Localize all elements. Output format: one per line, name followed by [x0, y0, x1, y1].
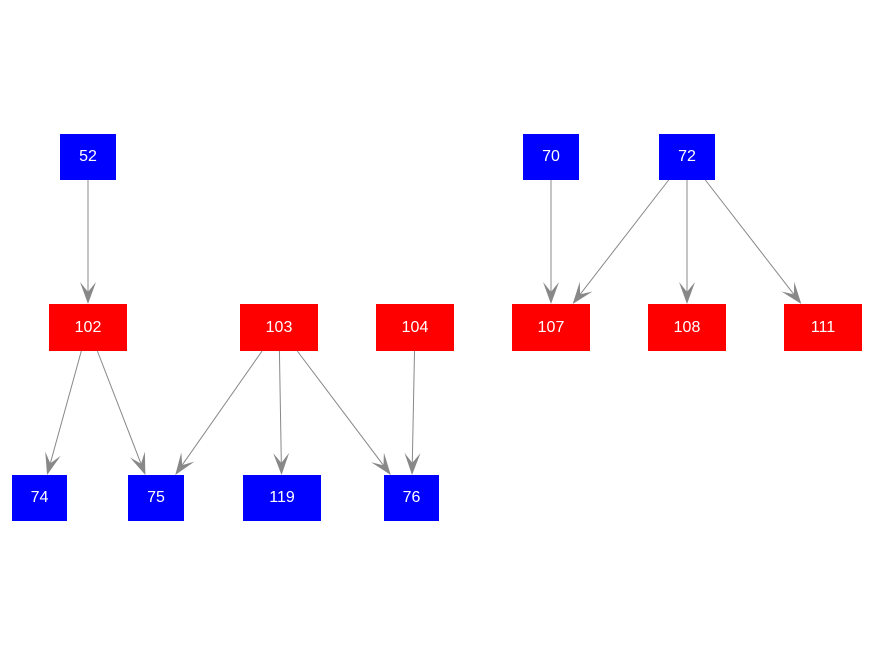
edge-72-111 [704, 179, 795, 295]
edge-72-107 [579, 179, 670, 295]
edge-104-76 [411, 350, 416, 463]
node-72[interactable]: 72 [659, 134, 715, 180]
node-label: 102 [74, 318, 102, 336]
node-label: 104 [401, 318, 429, 336]
edge-102-74 [49, 350, 82, 464]
node-103[interactable]: 103 [240, 304, 318, 351]
node-label: 111 [810, 318, 836, 336]
arrowhead-104-76 [404, 452, 421, 475]
arrowhead-52-102 [80, 282, 96, 304]
node-104[interactable]: 104 [376, 304, 454, 351]
node-107[interactable]: 107 [512, 304, 590, 351]
node-label: 75 [147, 489, 165, 506]
node-102[interactable]: 102 [49, 304, 127, 351]
node-70[interactable]: 70 [523, 134, 579, 180]
edge-103-119 [278, 350, 282, 463]
arrowhead-70-107 [543, 282, 559, 304]
node-111[interactable]: 111 [784, 304, 862, 351]
node-label: 52 [79, 148, 97, 165]
node-label: 119 [269, 489, 295, 506]
arrowhead-103-75 [175, 452, 195, 475]
node-label: 76 [402, 489, 421, 506]
arrowhead-102-75 [129, 451, 146, 475]
node-label: 72 [678, 148, 696, 165]
node-label: 107 [537, 318, 565, 336]
arrowhead-103-76 [371, 452, 391, 475]
node-52[interactable]: 52 [60, 134, 116, 180]
arrowhead-72-111 [781, 281, 802, 304]
edge-103-76 [296, 350, 384, 466]
arrowhead-103-119 [273, 452, 290, 475]
edge-102-75 [96, 350, 142, 464]
node-label: 103 [265, 318, 293, 336]
node-label: 70 [542, 148, 560, 165]
node-119[interactable]: 119 [243, 475, 321, 521]
arrowhead-72-108 [679, 282, 695, 304]
node-74[interactable]: 74 [12, 475, 67, 521]
node-76[interactable]: 76 [384, 475, 439, 521]
node-75[interactable]: 75 [128, 475, 184, 521]
arrowhead-72-107 [572, 281, 593, 304]
edge-103-75 [181, 350, 263, 466]
arrowhead-102-74 [45, 451, 61, 475]
node-label: 74 [30, 489, 49, 506]
node-108[interactable]: 108 [648, 304, 726, 351]
node-label: 108 [673, 318, 701, 336]
